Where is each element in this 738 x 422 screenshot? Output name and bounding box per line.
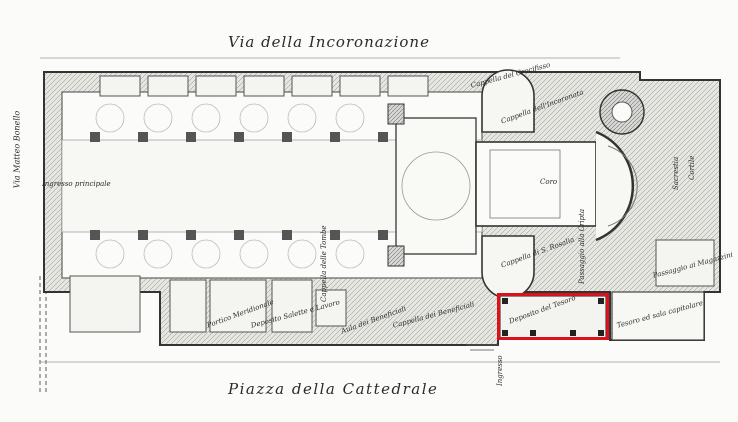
- street-label-left: Via Matteo Bonello: [12, 110, 22, 189]
- crossing: [395, 117, 477, 255]
- highlight-box: [497, 293, 609, 340]
- street-label-top: Via della Incoronazione: [228, 33, 430, 51]
- aisle-vaults: [95, 103, 365, 269]
- label-sacrestia: Sacrestia: [672, 156, 680, 190]
- label-cappella-tombe: Cappella delle Tombe: [320, 225, 328, 302]
- label-coro: Coro: [540, 178, 558, 186]
- label-cortile: Cortile: [688, 155, 696, 180]
- choir: [475, 141, 597, 227]
- apse: [595, 130, 635, 242]
- label-passaggio-cripta: Passaggio alla Cripta: [578, 208, 586, 284]
- label-ingresso: Ingresso: [496, 355, 504, 386]
- north-chapels: [99, 75, 429, 97]
- label-ingresso-principale: Ingresso principale: [42, 180, 111, 188]
- columns: [90, 132, 388, 240]
- tesoro-room: [499, 295, 607, 339]
- east-annex: [655, 239, 715, 287]
- chapel-incoronata: [481, 69, 535, 133]
- street-label-bottom: Piazza della Cattedrale: [228, 380, 439, 398]
- south-chapels: [69, 275, 347, 333]
